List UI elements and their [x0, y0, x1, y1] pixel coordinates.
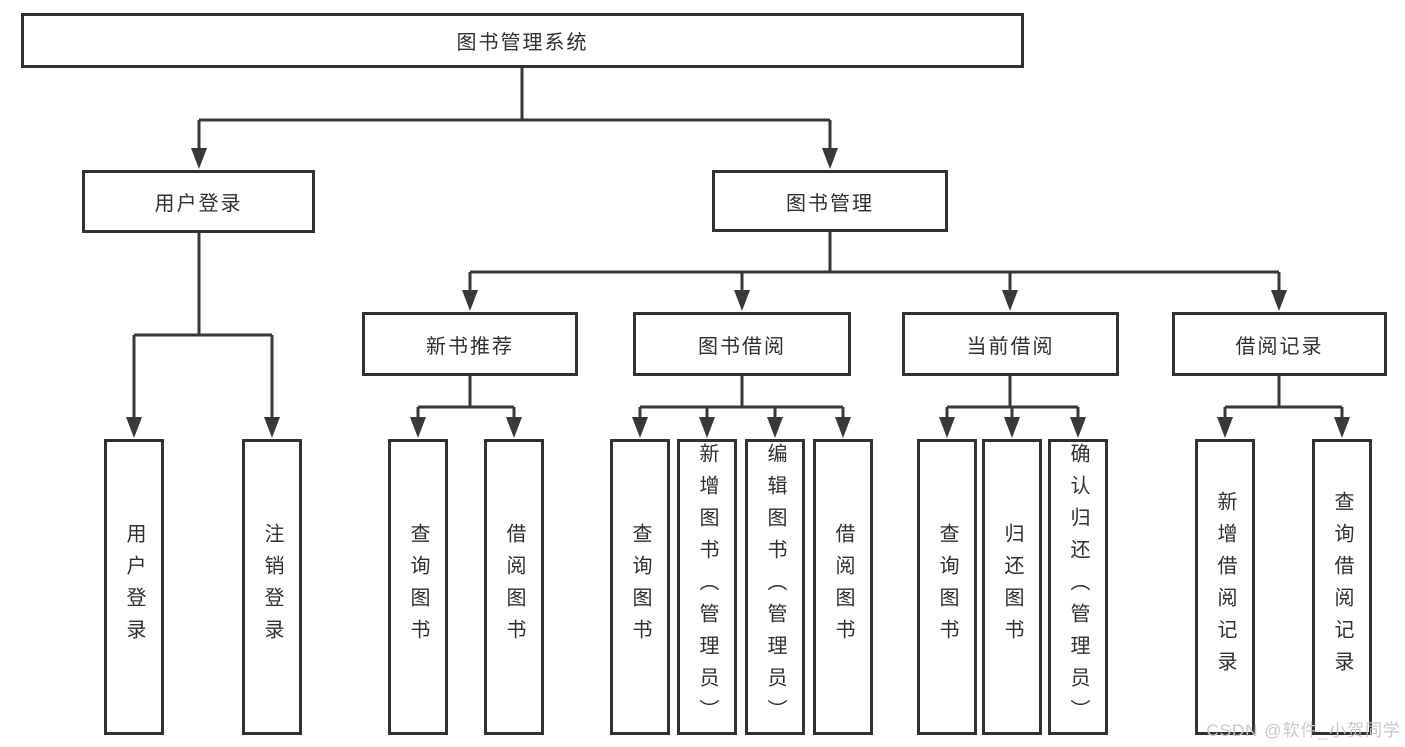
leaf-return-books: 归还图书	[982, 439, 1042, 735]
leaf-query-borrow-record: 查询借阅记录	[1312, 439, 1372, 735]
leaf-add-borrow-record-label: 新增借阅记录	[1214, 491, 1236, 683]
leaf-return-books-label: 归还图书	[1001, 523, 1023, 651]
node-current-borrowing: 当前借阅	[902, 312, 1119, 376]
leaf-logout-label: 注销登录	[261, 523, 283, 651]
leaf-borrow-books: 借阅图书	[813, 439, 873, 735]
leaf-add-books-admin-label: 新增图书（管理员）	[696, 443, 718, 731]
leaf-query-borrow-record-label: 查询借阅记录	[1331, 491, 1353, 683]
leaf-query-books-recommend-label: 查询图书	[407, 523, 429, 651]
node-book-borrowing-label: 图书借阅	[698, 335, 786, 358]
edge-borrow-record-split	[1223, 376, 1344, 419]
leaf-query-books-borrowing: 查询图书	[610, 439, 670, 735]
leaf-query-books-current-label: 查询图书	[936, 523, 958, 651]
node-root-label: 图书管理系统	[456, 32, 589, 54]
leaf-add-borrow-record: 新增借阅记录	[1195, 439, 1255, 735]
leaf-logout: 注销登录	[242, 439, 302, 735]
edge-book-mgmt-split	[468, 232, 1281, 292]
edge-current-borrow-split	[945, 376, 1080, 419]
node-book-management: 图书管理	[712, 170, 948, 232]
edge-user-login-split	[132, 233, 274, 419]
leaf-borrow-books-recommend-label: 借阅图书	[503, 523, 525, 651]
leaf-user-login: 用户登录	[104, 439, 164, 735]
node-user-login-label: 用户登录	[154, 193, 243, 215]
arrowheads	[126, 148, 1350, 438]
node-book-borrowing: 图书借阅	[633, 312, 851, 376]
node-new-book-recommend: 新书推荐	[362, 312, 578, 376]
leaf-confirm-return-admin-label: 确认归还（管理员）	[1067, 443, 1089, 731]
node-root: 图书管理系统	[21, 13, 1024, 68]
leaf-borrow-books-label: 借阅图书	[832, 523, 854, 651]
leaf-edit-books-admin: 编辑图书（管理员）	[745, 439, 805, 735]
leaf-query-books-current: 查询图书	[917, 439, 977, 735]
csdn-watermark: CSDN @软件_小贺同学	[1206, 721, 1401, 740]
node-book-management-label: 图书管理	[786, 192, 874, 215]
node-current-borrowing-label: 当前借阅	[966, 335, 1055, 358]
edge-root-split	[197, 68, 832, 150]
leaf-borrow-books-recommend: 借阅图书	[484, 439, 544, 735]
leaf-query-books-borrowing-label: 查询图书	[629, 523, 651, 651]
node-new-book-recommend-label: 新书推荐	[426, 335, 514, 358]
leaf-confirm-return-admin: 确认归还（管理员）	[1048, 439, 1108, 735]
leaf-query-books-recommend: 查询图书	[388, 439, 448, 735]
edge-book-borrow-split	[638, 376, 845, 419]
leaf-add-books-admin: 新增图书（管理员）	[677, 439, 737, 735]
node-user-login: 用户登录	[82, 170, 315, 233]
leaf-edit-books-admin-label: 编辑图书（管理员）	[764, 443, 786, 731]
leaf-user-login-label: 用户登录	[123, 523, 145, 651]
node-borrowing-records: 借阅记录	[1172, 312, 1387, 376]
edge-new-book-rec-split	[416, 376, 516, 419]
node-borrowing-records-label: 借阅记录	[1235, 335, 1324, 358]
